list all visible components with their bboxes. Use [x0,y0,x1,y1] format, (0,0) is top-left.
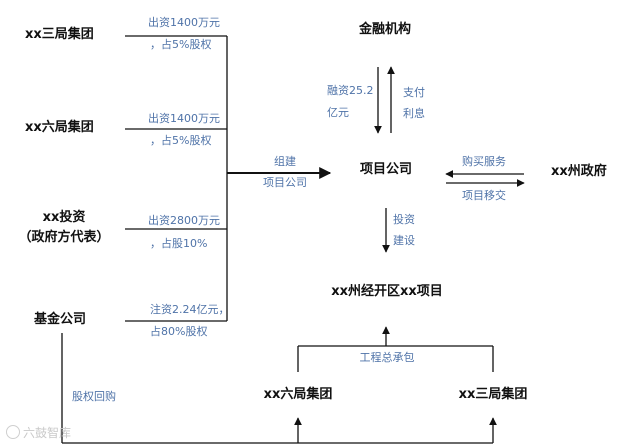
financing-amount-2: 亿元 [327,106,349,119]
shareholder-1-name: xx三局集团 [25,27,94,42]
project-company: 项目公司 [359,162,413,177]
invest-label-2: 建设 [393,234,415,247]
shareholder-3-name: xx投资 [42,210,86,225]
shareholder-4-name: 基金公司 [34,312,87,327]
payment-interest-2: 利息 [403,107,425,120]
shareholder-3-share: ，占股10% [150,237,208,250]
financing-amount-1: 融资25.2 [327,84,374,97]
contractor-right: xx三局集团 [458,387,528,402]
invest-label-1: 投资 [393,213,415,226]
shareholder-2-share: ，占5%股权 [150,134,212,147]
form-company-label-2: 项目公司 [263,176,307,189]
epc-label: 工程总承包 [359,351,415,364]
watermark-logo-icon [6,425,20,439]
equity-buyback-label: 股权回购 [72,390,116,403]
watermark-text: 六鼓智库 [23,426,72,440]
transfer-label: 项目移交 [462,189,506,202]
project-name: xx州经开区xx项目 [331,284,443,299]
payment-interest-1: 支付 [403,86,425,99]
buy-service-label: 购买服务 [462,155,506,168]
shareholder-2-investment: 出资1400万元 [148,112,220,125]
shareholder-1-share: ，占5%股权 [150,38,212,51]
shareholder-2-name: xx六局集团 [25,120,94,135]
form-company-label-1: 组建 [274,155,296,168]
shareholder-4-share: 占80%股权 [150,325,208,338]
government: xx州政府 [551,164,607,179]
shareholder-1-investment: 出资1400万元 [148,16,220,29]
watermark: 六鼓智库 [6,424,71,441]
shareholder-4-investment: 注资2.24亿元， [150,303,230,316]
shareholder-3-subtitle: （政府方代表） [18,230,110,245]
shareholder-3-investment: 出资2800万元 [148,214,220,227]
financial-institution: 金融机构 [358,22,412,37]
contractor-left: xx六局集团 [263,387,333,402]
